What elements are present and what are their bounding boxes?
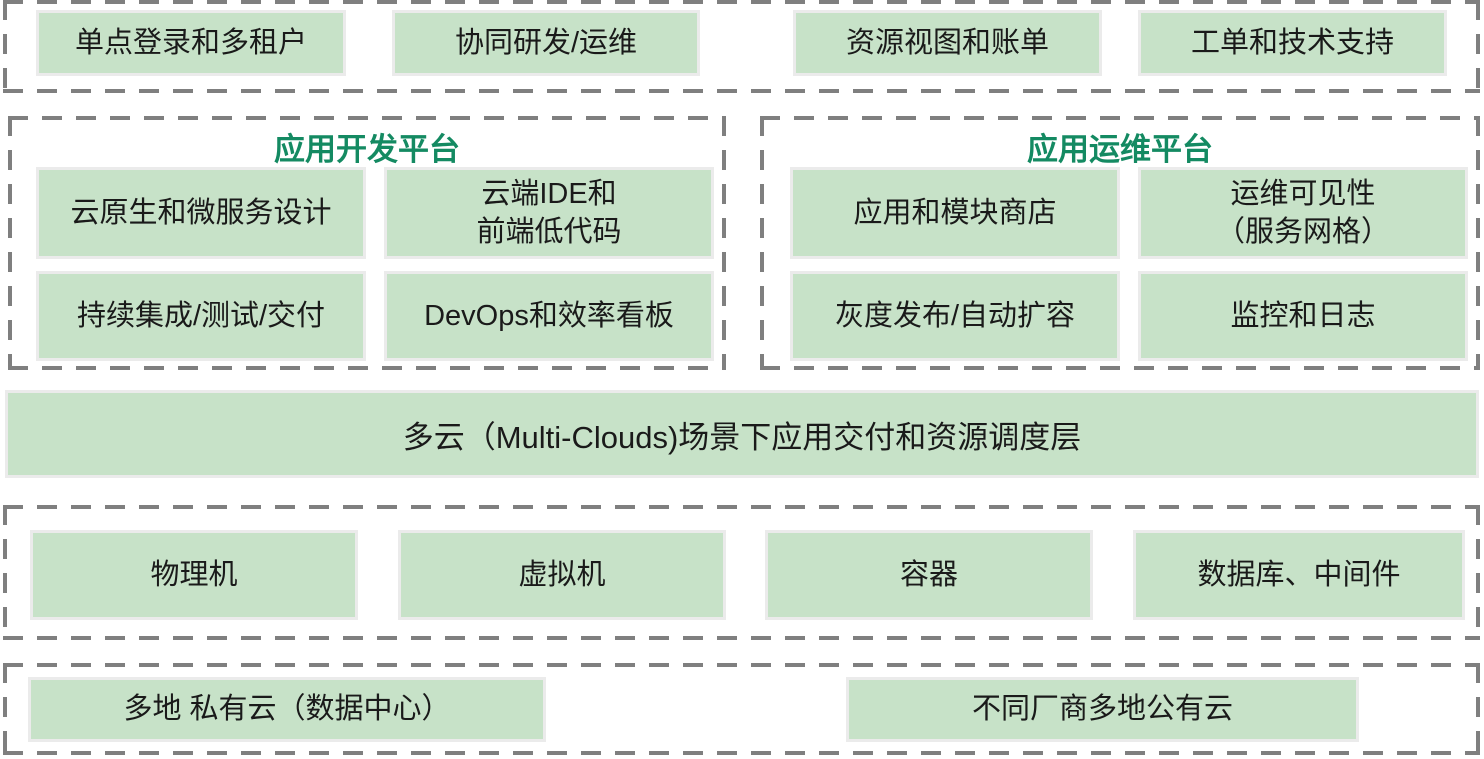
box-multi-vendor-public-cloud: 不同厂商多地公有云 xyxy=(846,677,1359,742)
box-label: 协同研发/运维 xyxy=(454,26,638,59)
box-ci-test-delivery: 持续集成/测试/交付 xyxy=(36,271,366,361)
box-label: 应用和模块商店 xyxy=(853,196,1057,229)
bar-label: 多云（Multi-Clouds)场景下应用交付和资源调度层 xyxy=(402,419,1082,455)
bar-multicloud-scheduling-layer: 多云（Multi-Clouds)场景下应用交付和资源调度层 xyxy=(5,390,1479,478)
box-label: 容器 xyxy=(899,558,958,591)
box-label: 数据库、中间件 xyxy=(1197,558,1401,591)
box-label: 资源视图和账单 xyxy=(845,26,1049,59)
infrastructure-band: 物理机 虚拟机 容器 数据库、中间件 xyxy=(3,505,1480,640)
box-canary-release-autoscaling: 灰度发布/自动扩容 xyxy=(790,271,1120,361)
box-cloud-native-microservice-design: 云原生和微服务设计 xyxy=(36,167,366,259)
box-ticket-tech-support: 工单和技术支持 xyxy=(1138,10,1447,76)
box-label: 云原生和微服务设计 xyxy=(70,196,332,229)
box-physical-machine: 物理机 xyxy=(30,530,358,620)
box-container: 容器 xyxy=(765,530,1093,620)
box-label: 单点登录和多租户 xyxy=(74,26,307,59)
box-label: 运维可见性 （服务网格） xyxy=(1215,177,1390,248)
box-monitoring-logging: 监控和日志 xyxy=(1138,271,1468,361)
box-collab-dev-ops: 协同研发/运维 xyxy=(392,10,700,76)
box-label: 监控和日志 xyxy=(1230,299,1376,332)
box-private-cloud-datacenter: 多地 私有云（数据中心） xyxy=(28,677,546,742)
panel-ops-platform: 应用运维平台 应用和模块商店 运维可见性 （服务网格） 灰度发布/自动扩容 监控… xyxy=(760,116,1480,370)
box-label: 虚拟机 xyxy=(518,558,606,591)
box-label: 物理机 xyxy=(150,558,238,591)
box-cloud-ide-lowcode: 云端IDE和 前端低代码 xyxy=(384,167,714,259)
portal-feature-band: 单点登录和多租户 协同研发/运维 资源视图和账单 工单和技术支持 xyxy=(3,0,1480,93)
box-sso-multitenant: 单点登录和多租户 xyxy=(36,10,346,76)
box-label: 灰度发布/自动扩容 xyxy=(834,299,1076,332)
dev-platform-title: 应用开发平台 xyxy=(274,132,460,167)
box-label: 云端IDE和 前端低代码 xyxy=(476,177,622,248)
box-label: 工单和技术支持 xyxy=(1190,26,1394,59)
ops-platform-title: 应用运维平台 xyxy=(1027,132,1213,167)
box-resource-view-billing: 资源视图和账单 xyxy=(793,10,1102,76)
box-devops-efficiency-dashboard: DevOps和效率看板 xyxy=(384,271,714,361)
clouds-band: 多地 私有云（数据中心） 不同厂商多地公有云 xyxy=(3,663,1480,755)
box-label: DevOps和效率看板 xyxy=(424,299,674,332)
box-label: 不同厂商多地公有云 xyxy=(971,693,1233,726)
box-ops-visibility-service-mesh: 运维可见性 （服务网格） xyxy=(1138,167,1468,259)
box-label: 持续集成/测试/交付 xyxy=(76,299,326,332)
box-database-middleware: 数据库、中间件 xyxy=(1133,530,1465,620)
box-app-module-store: 应用和模块商店 xyxy=(790,167,1120,259)
panel-dev-platform: 应用开发平台 云原生和微服务设计 云端IDE和 前端低代码 持续集成/测试/交付… xyxy=(8,116,726,370)
box-label: 多地 私有云（数据中心） xyxy=(123,693,451,726)
box-virtual-machine: 虚拟机 xyxy=(398,530,726,620)
